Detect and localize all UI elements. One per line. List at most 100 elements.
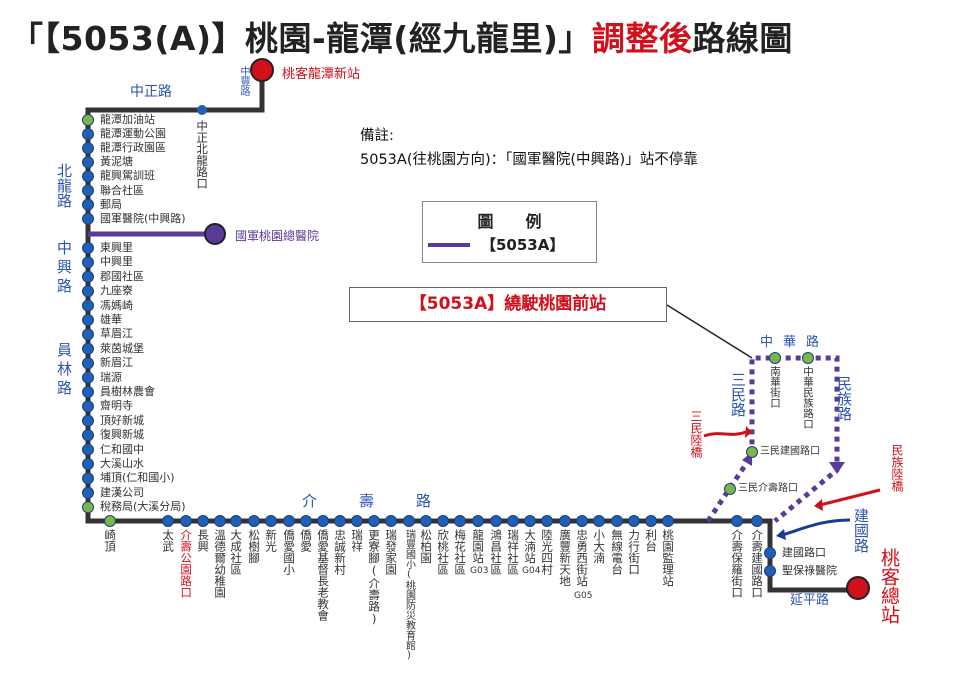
stop-label: 梅花社區 (453, 529, 468, 575)
stop-marker (507, 515, 519, 527)
arrow-sanmin-bridge (703, 430, 747, 438)
stop-label: 瑞源 (100, 370, 122, 384)
stop-marker (645, 515, 657, 527)
stop-marker (764, 547, 776, 559)
stop-marker (82, 156, 94, 169)
stop-marker (368, 515, 380, 527)
stop-label: 利台 (644, 529, 659, 552)
stop-marker (437, 515, 449, 527)
detour-arrow-down (829, 462, 845, 474)
stop-marker (82, 128, 94, 141)
stop-marker (82, 299, 94, 312)
stop-marker (82, 501, 94, 514)
stop-marker (82, 212, 94, 225)
stop-label: 龍潭加油站 (100, 113, 155, 126)
stop-label: 龍興駕訓班 (100, 169, 155, 183)
stop-label: 萊茵城堡 (100, 341, 144, 355)
stop-label: 僑愛國小 (282, 529, 297, 575)
stop-label: 東興里 (100, 241, 133, 254)
branch-terminal-label: 國軍桃園總醫院 (235, 229, 320, 243)
stop-label: 郡國社區 (100, 269, 144, 283)
road-label: 北龍路 (55, 163, 73, 208)
stop-marker (82, 198, 94, 211)
stop-label: 溫德爾幼稚園 (213, 529, 228, 598)
stop-marker (731, 515, 743, 527)
stop-label: 介壽保羅街口 (730, 529, 745, 598)
stop-label: 聯合社區 (100, 183, 144, 197)
stop-marker (472, 515, 484, 527)
stop-marker (576, 515, 588, 527)
stop-label: 力行街口 (627, 529, 642, 575)
stop-marker (230, 515, 242, 527)
stop-marker (82, 371, 94, 384)
terminal-start-label: 桃客龍潭新站 (282, 67, 361, 82)
stop-label: 龍潭運動公園 (100, 127, 166, 141)
bridge-label: 三民陸橋 (689, 410, 703, 458)
stop-marker (802, 352, 814, 364)
stop-marker (82, 458, 94, 470)
terminal-end-label: 桃客總站 (878, 548, 900, 624)
stop-label: 無線電台 (610, 529, 625, 575)
stop-marker (162, 515, 174, 527)
stop-label: 員樹林農會 (100, 385, 155, 398)
note-heading: 備註: (360, 128, 394, 144)
stop-label: 長興 (196, 529, 211, 552)
stop-marker (82, 472, 94, 485)
stop-label: 僑愛 (299, 529, 314, 552)
stop-marker (82, 400, 94, 413)
stop-marker (197, 105, 207, 115)
road-label: 中興路 (55, 240, 73, 297)
stop-label: 中華民族路口 (802, 366, 815, 429)
stop-marker (82, 443, 94, 456)
road-label: 介壽路 (302, 492, 474, 510)
stop-marker (351, 515, 363, 527)
stop-marker (82, 314, 94, 326)
stop-label: 鴻昌社區 (489, 529, 504, 575)
stop-label: 瑞祥社區 (506, 529, 521, 575)
stop-marker (751, 515, 763, 527)
stop-label: 大溪山水 (100, 457, 144, 470)
callout: 【5053A】繞駛桃園前站 (349, 287, 667, 322)
stop-label: 頂好新城 (100, 413, 144, 427)
note-text: 5053A(往桃園方向)：「國軍醫院(中興路)」站不停靠 (360, 152, 698, 168)
stop-label: 小大湳 (592, 529, 607, 564)
stop-label: 三民介壽路口 (738, 483, 798, 494)
stop-label: 瑞發家園 (384, 529, 399, 575)
stop-label: 中興里 (100, 255, 133, 269)
stop-label: 龍潭行政園區 (100, 141, 166, 155)
stop-label: G04 (522, 565, 541, 576)
stop-marker (82, 270, 94, 283)
stop-marker (403, 515, 415, 527)
stop-marker (214, 515, 226, 527)
stop-label: 介壽建國路口 (750, 529, 765, 598)
arrow-jianguo (781, 518, 851, 537)
main-route-line (85, 72, 858, 593)
stop-marker (334, 515, 346, 527)
stop-marker (524, 515, 536, 527)
stop-label: 松柏園 (419, 529, 434, 564)
stop-marker (746, 446, 758, 458)
stop-marker (82, 142, 94, 155)
road-label: 中華路 (760, 335, 830, 350)
stop-marker (82, 429, 94, 442)
stop-label: 崎頂 (103, 529, 118, 552)
stop-label: 忠勇西街站 (575, 529, 590, 587)
stop-label: 稅務局(大溪分局) (100, 500, 186, 514)
stop-label: 建國路口 (782, 546, 826, 559)
road-label: 建國路 (852, 508, 870, 553)
stop-marker (628, 515, 640, 527)
stop-marker (593, 515, 605, 527)
stop-label: 更寮腳(介壽路) (367, 529, 382, 626)
stop-marker (180, 515, 192, 527)
stop-marker (317, 515, 329, 527)
stop-label: 太武 (161, 529, 176, 552)
terminal-start-marker (250, 58, 274, 82)
stop-marker (265, 515, 277, 527)
stop-marker (82, 486, 94, 499)
stop-marker (82, 414, 94, 427)
stop-marker (82, 357, 94, 370)
note: 備註: 5053A(往桃園方向)：「國軍醫院(中興路)」站不停靠 (360, 124, 698, 172)
stop-label: 瑞豐國小(桃園防災教育館) (403, 529, 415, 661)
stop-label: 南華街口 (769, 366, 782, 408)
